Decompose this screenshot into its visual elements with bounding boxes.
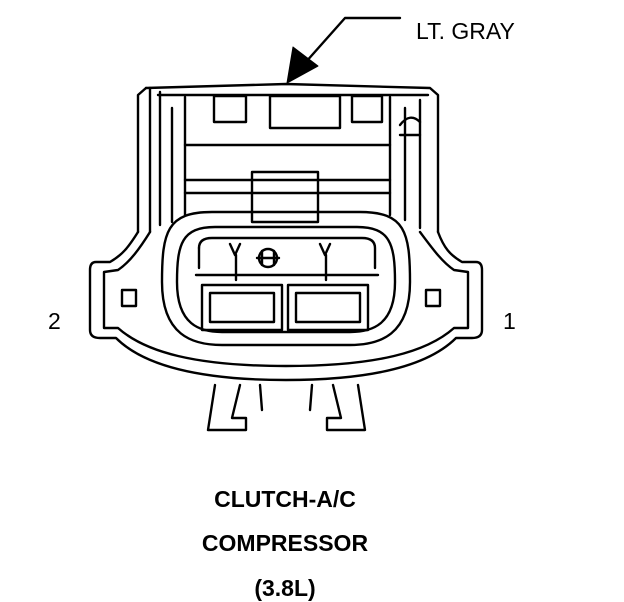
left-lock-tab (120, 288, 138, 308)
connector-mating-face (160, 210, 412, 347)
terminal-cavity-2 (200, 283, 284, 332)
connector-outer-shell (88, 230, 484, 382)
caption-line-1: CLUTCH-A/C (214, 486, 356, 512)
wire-color-label: LT. GRAY (416, 18, 515, 44)
color-leader-arrow (286, 16, 402, 84)
caption-line-2: COMPRESSOR (201, 530, 369, 556)
caption-line-3: (3.8L) (254, 575, 316, 601)
pin-number-2: 2 (48, 308, 61, 334)
pin-number-1: 1 (503, 308, 516, 334)
connector-inner-shell (102, 230, 470, 368)
terminal-cavity-1 (286, 283, 370, 332)
connector-top-housing (136, 82, 440, 234)
connector-bottom-latches (206, 383, 367, 432)
right-lock-tab (424, 288, 442, 308)
